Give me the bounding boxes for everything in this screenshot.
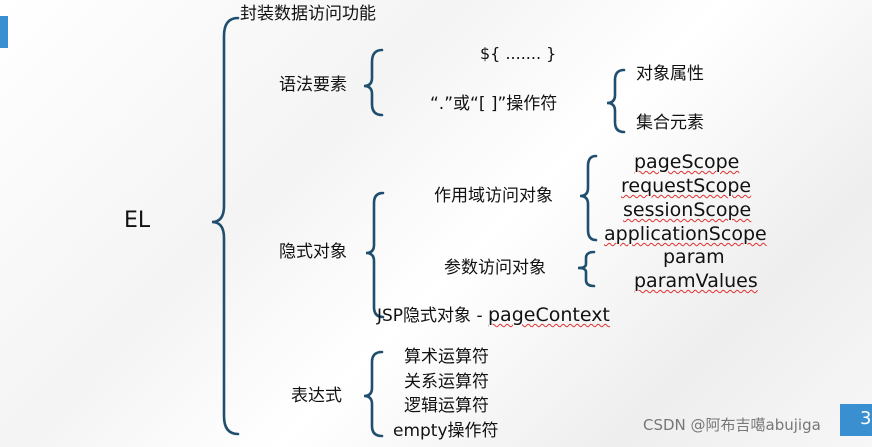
- expr-arithmetic: 算术运算符: [404, 347, 489, 367]
- node-expr-syntax: ${ ....... }: [480, 44, 557, 63]
- node-encapsulate: 封装数据访问功能: [240, 4, 376, 24]
- bracket-expression: [363, 350, 384, 438]
- node-scope-objects: 作用域访问对象: [434, 186, 553, 206]
- scope-application: applicationScope: [604, 223, 767, 245]
- watermark: CSDN @阿布吉噶abujiga: [643, 416, 821, 434]
- param-values: paramValues: [634, 270, 758, 292]
- page-number-box: [840, 404, 872, 436]
- left-accent-bar: [0, 16, 8, 48]
- bracket-main: [211, 16, 240, 436]
- expr-relational: 关系运算符: [404, 372, 489, 392]
- node-collection-element: 集合元素: [636, 113, 704, 133]
- bracket-implicit: [365, 191, 385, 319]
- node-expression: 表达式: [291, 386, 342, 406]
- node-syntax: 语法要素: [279, 75, 347, 95]
- bracket-operator: [606, 68, 626, 134]
- node-operator: “.”或“[ ]”操作符: [430, 94, 558, 114]
- scope-session: sessionScope: [623, 199, 752, 221]
- expr-logical: 逻辑运算符: [404, 396, 489, 416]
- scope-page: pageScope: [634, 151, 740, 173]
- bracket-param: [577, 250, 596, 288]
- param-param: param: [663, 246, 725, 268]
- bracket-scope: [579, 154, 598, 242]
- bracket-syntax: [363, 48, 384, 117]
- jsp-page-context: pageContext: [488, 304, 610, 326]
- expr-empty: empty操作符: [393, 421, 499, 441]
- node-object-attribute: 对象属性: [636, 64, 704, 84]
- node-param-objects: 参数访问对象: [444, 258, 546, 278]
- node-jsp-implicit: JSP隐式对象 - pageContext: [377, 306, 610, 325]
- page-number: 3: [860, 408, 872, 429]
- node-implicit: 隐式对象: [279, 242, 347, 262]
- scope-request: requestScope: [621, 175, 752, 197]
- node-root: EL: [124, 208, 151, 233]
- jsp-implicit-label: JSP隐式对象 -: [377, 306, 488, 326]
